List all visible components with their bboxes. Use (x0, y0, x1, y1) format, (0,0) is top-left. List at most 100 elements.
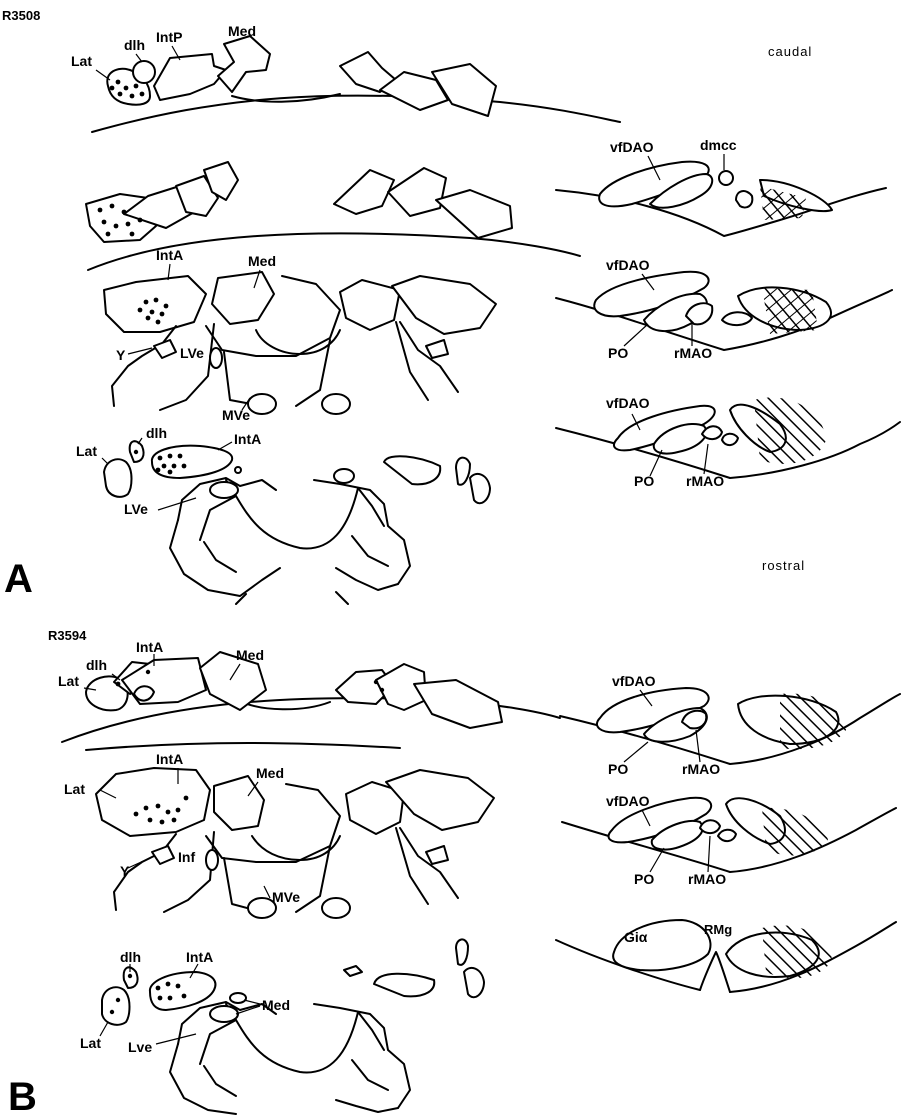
labeled-area-b1 (780, 693, 846, 749)
olive-b1: vfDAO PO rMAO (560, 673, 900, 777)
label-po: PO (608, 761, 628, 777)
label-lve: Lve (128, 1039, 152, 1055)
section-b2: Lat IntA Med Y Inf MVe (64, 743, 494, 918)
label-lve: LVe (180, 345, 204, 361)
labeled-neurons-a3 (138, 298, 169, 325)
olive-a3: vfDAO PO rMAO (556, 395, 900, 489)
label-po: PO (634, 473, 654, 489)
section-b3: dlh IntA Med Lat Lve (80, 939, 484, 1114)
right-nucleus-b3-2 (456, 939, 468, 964)
label-vfdao: vfDAO (610, 139, 654, 155)
label-mve: MVe (272, 889, 300, 905)
lateral-outline-a3 (112, 322, 458, 406)
section-b2-top-outline (86, 743, 400, 750)
label-rmg: RMg (704, 922, 732, 937)
right-nucleus-b3-1 (374, 974, 434, 997)
right-nucleus-a2-1 (334, 170, 394, 214)
y-group-right-b2 (426, 846, 448, 864)
olive-a3-outline (556, 422, 900, 478)
label-med: Med (236, 647, 264, 663)
olive-b2: vfDAO PO rMAO (562, 793, 896, 887)
rmao-b2 (700, 820, 720, 833)
label-mve: MVe (222, 407, 250, 423)
orientation-rostral: rostral (762, 558, 805, 573)
nucleus-lateral-a4 (104, 459, 132, 497)
panel-b-case-id: R3594 (48, 628, 87, 643)
y-group-left-b2 (152, 846, 174, 864)
label-lat: Lat (71, 53, 92, 69)
orientation-caudal: caudal (768, 44, 812, 59)
label-dlh: dlh (146, 425, 167, 441)
right-nucleus-a4-3 (470, 474, 490, 503)
label-lat: Lat (58, 673, 79, 689)
right-nucleus-a2-3 (436, 190, 512, 238)
gia-nucleus (613, 920, 710, 970)
label-rmao: rMAO (674, 345, 712, 361)
nucleus-lateral-b2 (96, 768, 210, 836)
fourth-ventricle-b3 (236, 1012, 358, 1072)
label-po: PO (608, 345, 628, 361)
right-nucleus-b1-3 (414, 680, 502, 728)
nucleus-interposed-anterior-a3 (104, 276, 206, 332)
lve-small-nucleus (210, 348, 222, 368)
section-a4: Lat dlh IntA LVe (76, 425, 490, 604)
label-lat: Lat (80, 1035, 101, 1051)
label-vfdao: vfDAO (606, 395, 650, 411)
olive-a2-small (722, 312, 752, 325)
olive-a2: vfDAO PO rMAO (556, 257, 892, 361)
labeled-area-b3 (762, 925, 832, 978)
panel-b-letter: B (8, 1075, 37, 1117)
label-dlh: dlh (86, 657, 107, 673)
mve-right-b2 (322, 898, 350, 918)
label-inta: IntA (136, 639, 163, 655)
dmcc-nucleus (719, 171, 733, 185)
y-group-left (154, 340, 176, 358)
label-inta: IntA (156, 751, 183, 767)
nucleus-inta-a4 (152, 446, 232, 478)
right-small-a4 (334, 469, 354, 483)
panel-a-letter: A (4, 557, 33, 601)
peduncle-lines-a4 (236, 592, 348, 604)
label-dlh: dlh (120, 949, 141, 965)
fourth-ventricle-a4 (236, 488, 358, 548)
label-vfdao: vfDAO (606, 257, 650, 273)
right-nucleus-a4-1 (384, 456, 440, 484)
label-inta: IntA (186, 949, 213, 965)
nucleus-intp (154, 54, 226, 100)
label-lat: Lat (76, 443, 97, 459)
label-rmao: rMAO (682, 761, 720, 777)
label-lat: Lat (64, 781, 85, 797)
label-med: Med (228, 23, 256, 39)
tiny-nucleus-b3 (344, 966, 362, 976)
section-a1-outline (92, 95, 620, 132)
right-nucleus-a3-2 (392, 276, 496, 334)
label-inf: Inf (178, 849, 195, 865)
inf-nucleus (206, 850, 218, 870)
right-nucleus-a4-2 (456, 458, 470, 485)
panel-b: R3594 B Lat dlh IntA Med (8, 628, 900, 1117)
label-gia: Giα (624, 929, 648, 945)
brainstem-bottom-a4 (170, 520, 398, 596)
right-nucleus-a3-1 (340, 280, 400, 330)
olive-a1-small (736, 191, 752, 207)
nucleus-medial-b3-right (230, 993, 246, 1003)
section-b1: Lat dlh IntA Med (58, 639, 560, 742)
panel-a-case-id: R3508 (2, 8, 40, 23)
nucleus-dlh (133, 61, 155, 83)
label-y: Y (120, 863, 130, 879)
panel-a: R3508 caudal rostral A Lat dlh IntP Med (2, 8, 900, 604)
label-y: Y (116, 347, 126, 363)
nucleus-medial (218, 36, 270, 92)
section-a3: IntA Med Y LVe MVe (104, 247, 496, 423)
label-lve: LVe (124, 501, 148, 517)
label-inta: IntA (234, 431, 261, 447)
labeled-area-b2 (762, 808, 828, 856)
olive-b2-small (718, 830, 736, 841)
label-dlh: dlh (124, 37, 145, 53)
label-rmao: rMAO (688, 871, 726, 887)
label-med: Med (248, 253, 276, 269)
brainstem-outline-a3 (160, 322, 428, 410)
nucleus-medial-a3 (212, 272, 274, 324)
label-vfdao: vfDAO (606, 793, 650, 809)
